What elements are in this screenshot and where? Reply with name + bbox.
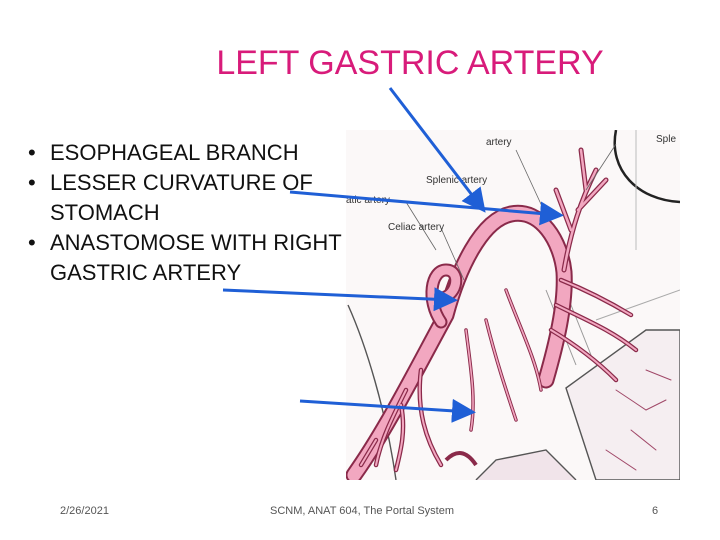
footer-course: SCNM, ANAT 604, The Portal System — [270, 505, 455, 517]
slide-number: 6 — [652, 505, 659, 517]
figure-label: artery — [486, 137, 512, 148]
bullet-item: LESSER CURVATURE OF STOMACH — [28, 168, 348, 228]
figure-label: atic artery — [346, 195, 390, 206]
bullet-item: ESOPHAGEAL BRANCH — [28, 138, 348, 168]
bullet-list: ESOPHAGEAL BRANCH LESSER CURVATURE OF ST… — [28, 138, 348, 288]
figure-label: Celiac artery — [388, 222, 444, 233]
anatomy-illustration: artery Sple Splenic artery atic artery C… — [346, 130, 680, 480]
figure-label: Splenic artery — [426, 175, 487, 186]
figure-label: Sple — [656, 134, 676, 145]
footer-date: 2/26/2021 — [60, 505, 109, 517]
bullet-item: ANASTOMOSE WITH RIGHT GASTRIC ARTERY — [28, 228, 348, 288]
slide-title: LEFT GASTRIC ARTERY — [216, 44, 604, 82]
